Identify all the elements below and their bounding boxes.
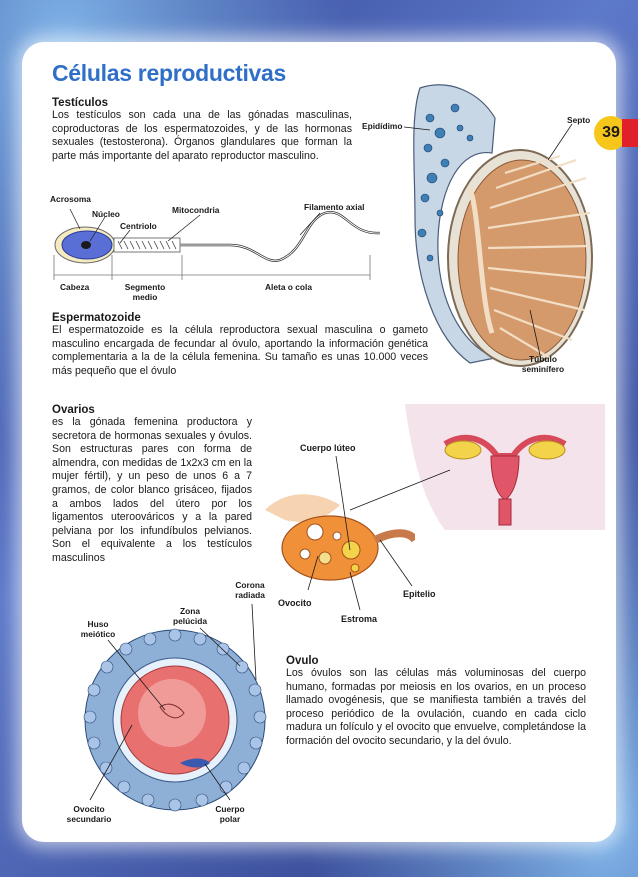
testiculos-text: Los testículos son cada una de las gónad… [52, 109, 352, 162]
label-estroma: Estroma [341, 614, 378, 624]
ovule-illustration [83, 628, 267, 812]
page-title: Células reproductivas [52, 60, 287, 86]
label-filamento-axial: Filamento axial [304, 202, 365, 212]
label-corona-radiada: Corona radiada [235, 580, 265, 600]
espermatozoide-section: Espermatozoide El espermatozoide es la c… [52, 312, 428, 378]
label-huso-meiotico: Huso meiótico [80, 619, 116, 639]
ovulo-heading: Ovulo [286, 655, 319, 667]
ovarios-section: Ovarios es la gónada femenina productora… [52, 404, 252, 566]
label-segmento-medio: Segmento medio [124, 282, 166, 302]
sperm-diagram [53, 208, 381, 280]
label-septo: Septo [567, 115, 591, 125]
label-aleta-o-cola: Aleta o cola [265, 282, 313, 292]
testicle-illustration [413, 84, 593, 367]
testiculos-heading: Testículos [52, 97, 109, 109]
testiculos-section: Testículos Los testículos son cada una d… [52, 97, 352, 163]
label-nucleo: Núcleo [92, 209, 120, 219]
ovulo-section: Ovulo Los óvulos son las células más vol… [286, 655, 586, 749]
ovarios-text: es la gónada femenina productora y secre… [52, 416, 252, 564]
espermatozoide-text: El espermatozoide es la célula reproduct… [52, 324, 428, 377]
label-ovocito-secundario: Ovocito secundario [66, 804, 112, 824]
label-tubulo-seminifero: Túbulo seminífero [521, 354, 565, 374]
label-cuerpo-luteo: Cuerpo lúteo [300, 443, 356, 453]
label-centriolo: Centriolo [120, 221, 157, 231]
label-cabeza: Cabeza [60, 282, 90, 292]
ovary-illustration [265, 494, 415, 581]
label-ovocito: Ovocito [278, 598, 312, 608]
label-epididimo: Epidídimo [362, 121, 403, 131]
label-epitelio: Epitelio [403, 589, 436, 599]
label-acrosoma: Acrosoma [50, 194, 91, 204]
label-cuerpo-polar: Cuerpo polar [215, 804, 245, 824]
espermatozoide-heading: Espermatozoide [52, 312, 141, 324]
ovulo-text: Los óvulos son las células más voluminos… [286, 667, 586, 747]
label-mitocondria: Mitocondria [172, 205, 220, 215]
label-zona-pelucida: Zona pelúcida [173, 606, 207, 626]
uterus-illustration [405, 404, 605, 530]
ovarios-heading: Ovarios [52, 404, 95, 416]
page-tab [622, 119, 638, 147]
